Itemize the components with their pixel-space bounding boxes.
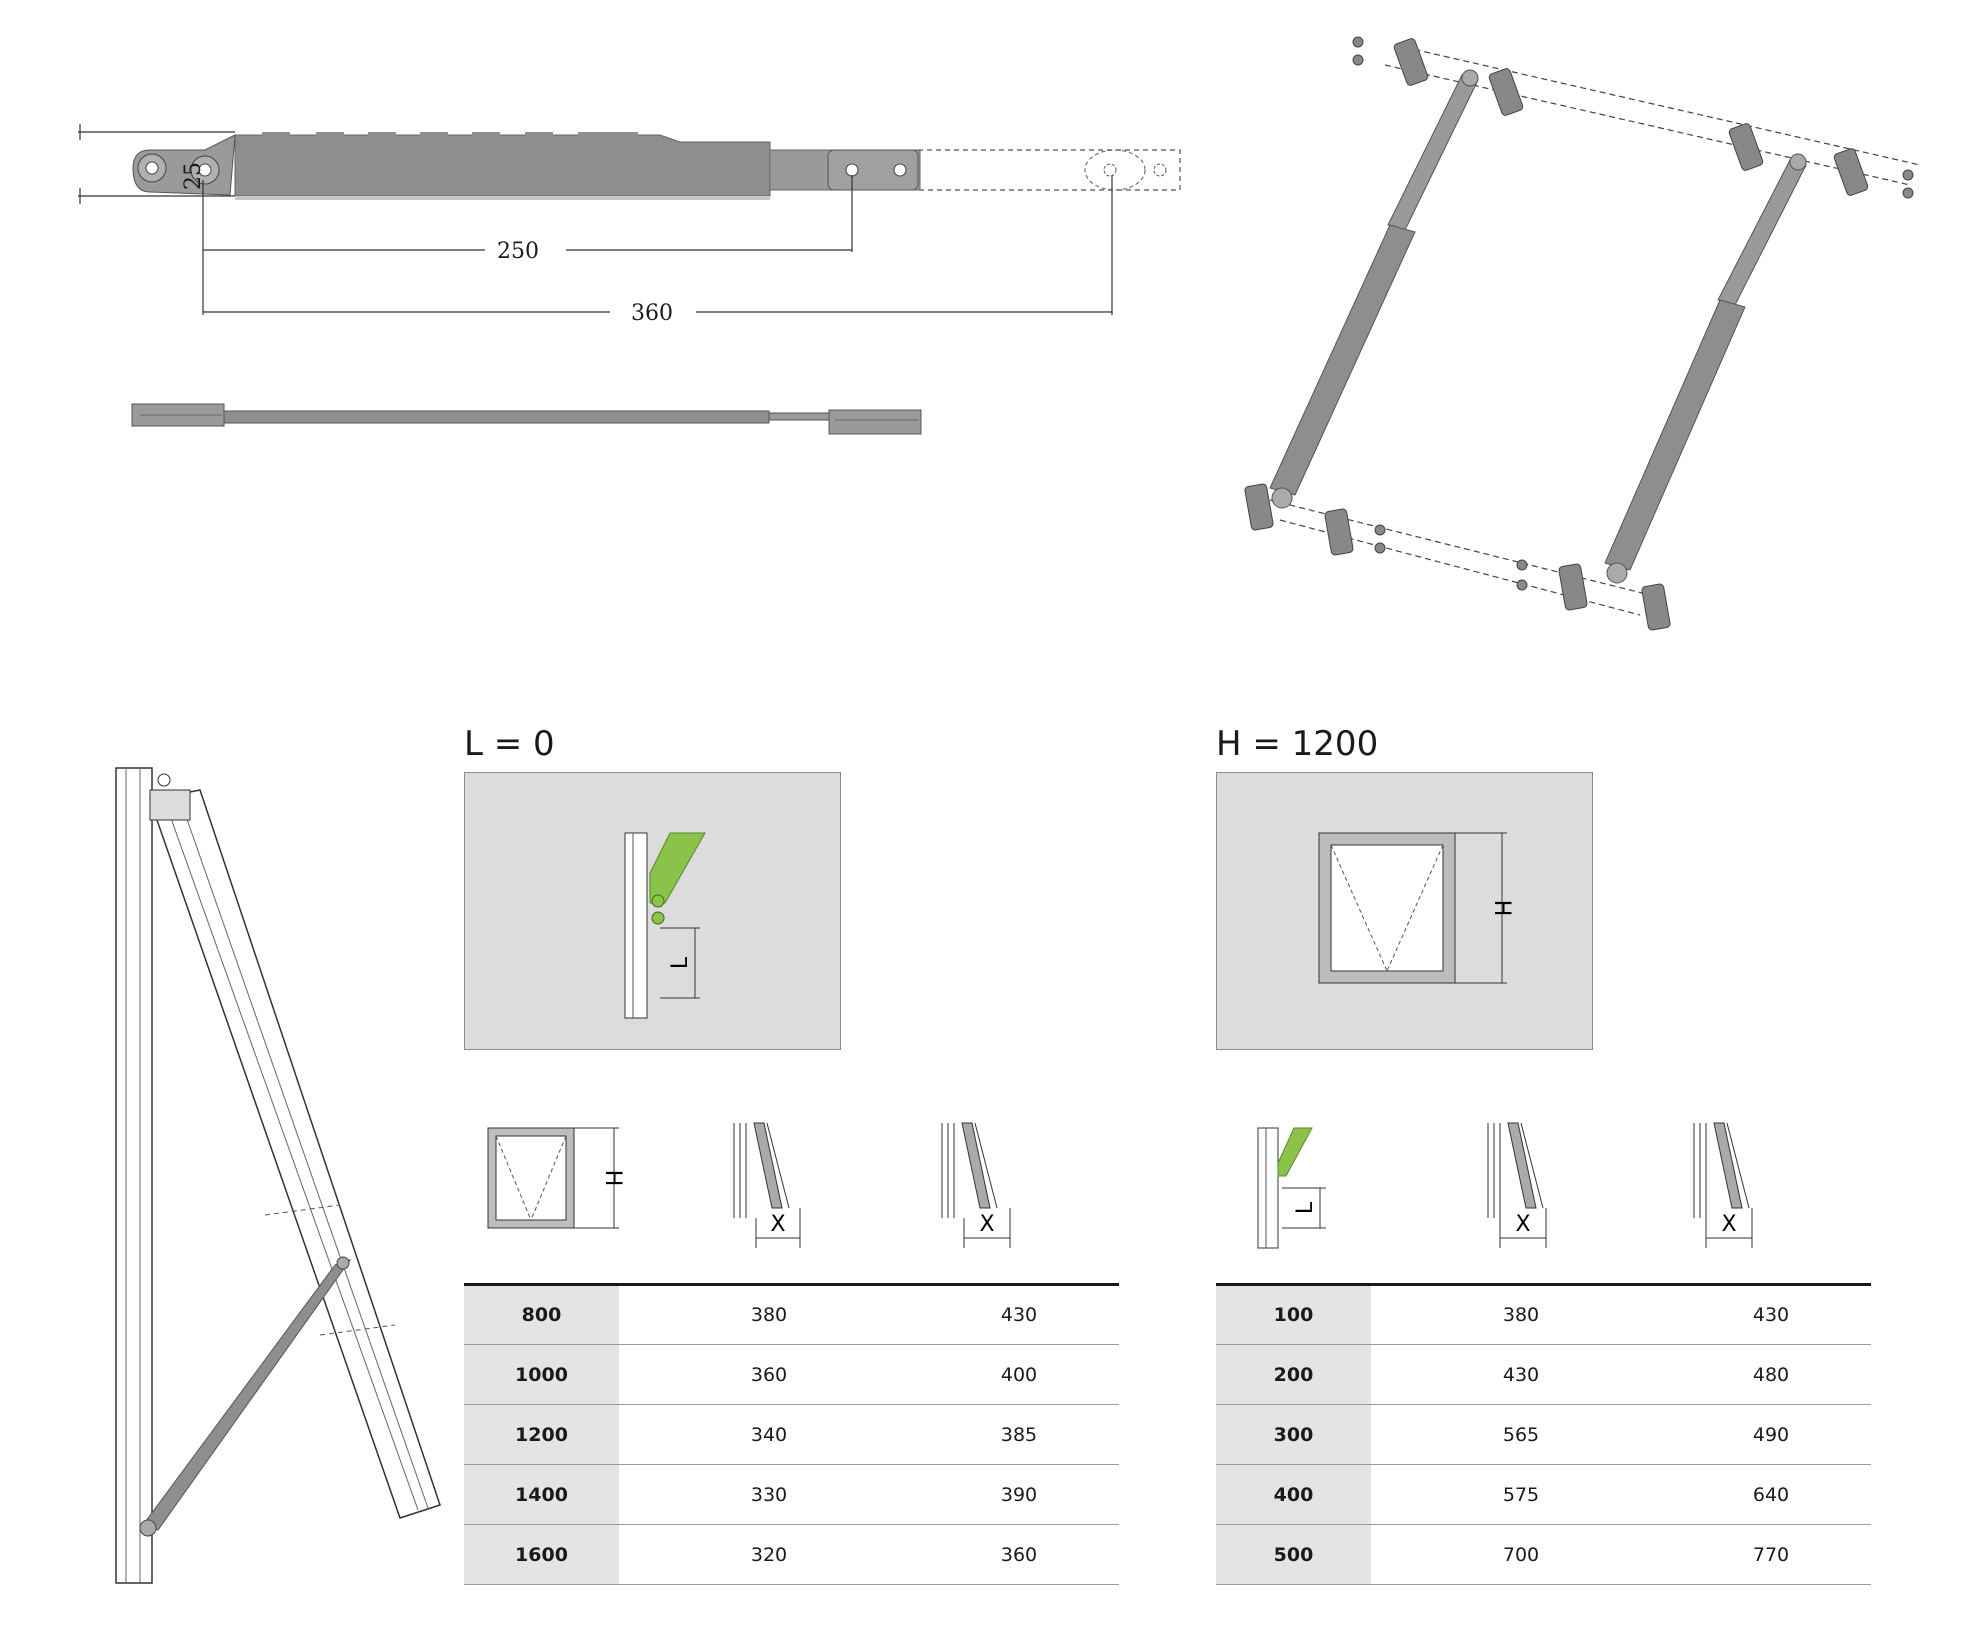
panel-right-h-label: H [1489,900,1514,917]
sash-side-view [115,767,441,1584]
row-key: 1600 [464,1524,619,1585]
row-key: 100 [1216,1283,1371,1345]
row-x2: 400 [919,1344,1119,1405]
row-x2: 360 [919,1524,1119,1585]
dim-short-label: 250 [497,239,539,264]
row-x2: 390 [919,1464,1119,1525]
table-right-x2-label: X [1721,1212,1736,1237]
row-x1: 330 [619,1464,919,1525]
table-row: 1000 360 400 [464,1344,1119,1405]
row-x1: 380 [1371,1283,1671,1345]
row-x2: 490 [1671,1404,1871,1465]
table-right: 100 380 430 200 430 480 300 565 490 400 … [1216,1283,1871,1585]
table-left: 800 380 430 1000 360 400 1200 340 385 14… [464,1283,1119,1585]
row-x2: 430 [919,1283,1119,1345]
row-key: 400 [1216,1464,1371,1525]
row-key: 300 [1216,1404,1371,1465]
table-left-header-icons: H X X [487,1122,1011,1248]
table-row: 100 380 430 [1216,1283,1871,1345]
row-x2: 770 [1671,1524,1871,1585]
stay-dimension-drawing: 25 250 360 [78,124,1181,435]
row-x1: 320 [619,1524,919,1585]
table-row: 1600 320 360 [464,1524,1119,1585]
row-x1: 575 [1371,1464,1671,1525]
row-x2: 430 [1671,1283,1871,1345]
dim-height-label: 25 [181,162,206,190]
row-x1: 360 [619,1344,919,1405]
row-key: 1000 [464,1344,619,1405]
table-row: 400 575 640 [1216,1464,1871,1525]
panel-right-caption: H = 1200 [1216,724,1379,764]
row-key: 800 [464,1283,619,1345]
panel-left-l-label: L [668,956,693,969]
row-x1: 700 [1371,1524,1671,1585]
row-key: 1400 [464,1464,619,1525]
row-x2: 480 [1671,1344,1871,1405]
row-key: 500 [1216,1524,1371,1585]
row-x2: 385 [919,1404,1119,1465]
table-row: 200 430 480 [1216,1344,1871,1405]
row-x1: 340 [619,1404,919,1465]
table-row: 800 380 430 [464,1283,1119,1345]
table-right-header-icons: L X X [1257,1122,1753,1249]
window-height-detail: H [1318,832,1514,984]
row-x1: 380 [619,1283,919,1345]
panel-left-l-zero: L [464,772,841,1050]
table-row: 300 565 490 [1216,1404,1871,1465]
stay-corner-detail: L [624,832,706,1019]
table-row: 1200 340 385 [464,1404,1119,1465]
row-key: 200 [1216,1344,1371,1405]
dim-long-label: 360 [631,301,673,326]
row-key: 1200 [464,1404,619,1465]
table-row: 500 700 770 [1216,1524,1871,1585]
table-right-x1-label: X [1515,1212,1530,1237]
row-x2: 640 [1671,1464,1871,1525]
panel-right-h-1200: H [1216,772,1593,1050]
panel-left-caption: L = 0 [464,724,555,764]
table-left-x2-label: X [979,1212,994,1237]
row-x1: 565 [1371,1404,1671,1465]
table-left-window-h-label: H [600,1170,625,1187]
table-left-x1-label: X [770,1212,785,1237]
table-row: 1400 330 390 [464,1464,1119,1525]
exploded-stay-pair-view [1244,36,1921,631]
table-right-stay-l-label: L [1293,1201,1318,1214]
row-x1: 430 [1371,1344,1671,1405]
